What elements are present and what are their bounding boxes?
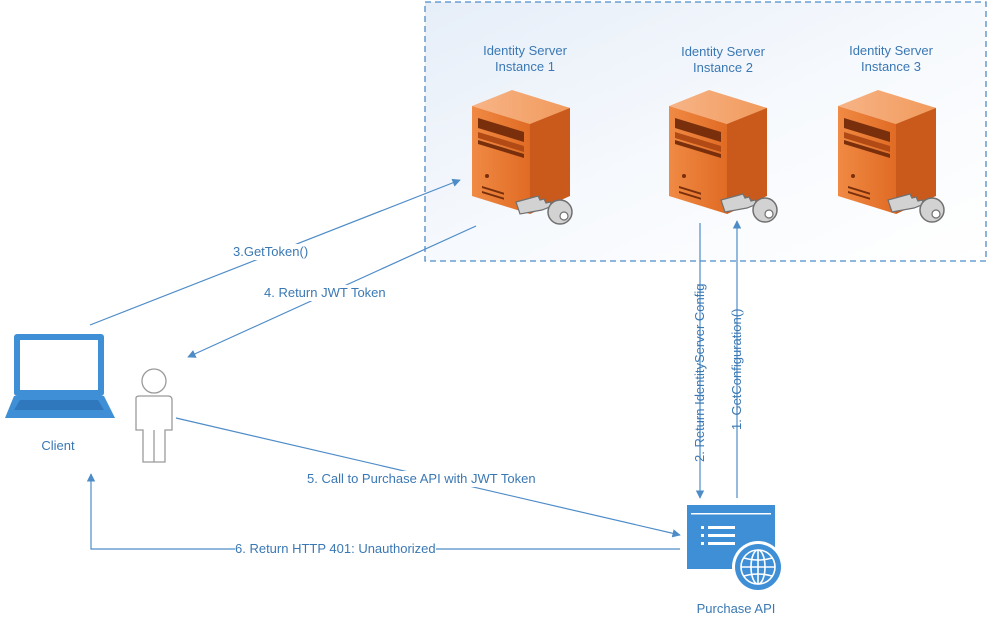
server-2-label: Identity Server Instance 2	[681, 44, 765, 76]
laptop-icon	[5, 334, 115, 418]
purchase-api-label: Purchase API	[696, 601, 776, 616]
server-2-instance: Instance 2	[692, 60, 753, 75]
return-config-label: 2. Return IdentityServer Config	[692, 283, 707, 462]
server-3-title: Identity Server	[849, 43, 933, 58]
server-2-title: Identity Server	[681, 44, 765, 59]
return-jwt-label: 4. Return JWT Token	[264, 285, 386, 301]
server-3-instance: Instance 3	[860, 59, 921, 74]
server-3-label: Identity Server Instance 3	[849, 43, 933, 75]
server-1-label: Identity Server Instance 1	[483, 43, 567, 75]
return-401-label: 6. Return HTTP 401: Unauthorized	[235, 541, 436, 557]
get-config-label: 1. GetConfiguration()	[729, 308, 744, 430]
purchase-api-icon	[687, 505, 784, 593]
globe-icon	[735, 544, 781, 590]
flow-return-401-arrow	[86, 473, 680, 550]
user-icon	[135, 368, 173, 463]
server-1-instance: Instance 1	[494, 59, 555, 74]
client-label: Client	[41, 438, 75, 453]
call-api-label: 5. Call to Purchase API with JWT Token	[307, 471, 536, 487]
server-1-title: Identity Server	[483, 43, 567, 58]
get-token-label: 3.GetToken()	[233, 244, 309, 260]
